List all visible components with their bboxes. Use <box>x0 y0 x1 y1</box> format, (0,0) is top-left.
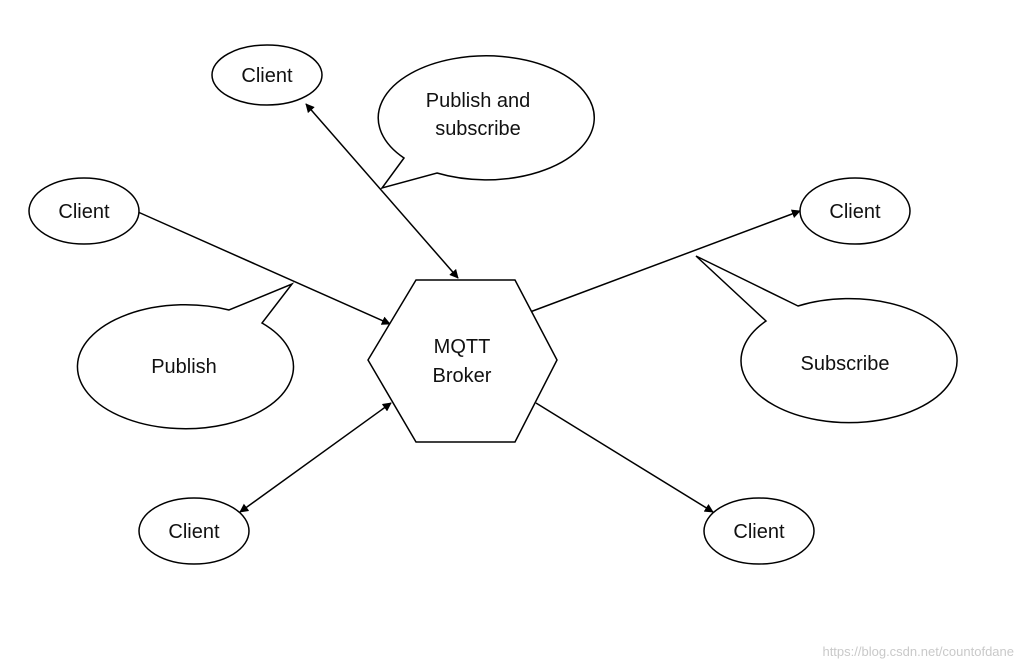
connector-bottom-right-client <box>535 402 714 513</box>
client-bottom-left <box>138 497 250 565</box>
client-top <box>211 44 323 106</box>
watermark-url: https://blog.csdn.net/countofdane <box>822 644 1014 659</box>
client-right <box>799 177 911 245</box>
broker-hexagon <box>367 279 558 443</box>
client-bottom-right-label: Client <box>733 521 785 543</box>
connector-bottom-left-client <box>239 402 392 513</box>
callout-subscribe-label: Subscribe <box>801 353 890 375</box>
callout-publish-and-subscribe <box>377 55 595 190</box>
connector-right-client <box>529 209 801 313</box>
broker-label-line2: Broker <box>433 365 492 387</box>
callout-publish-and-subscribe-line2: subscribe <box>435 118 521 140</box>
connector-top-client <box>305 103 459 279</box>
callout-publish <box>76 282 295 430</box>
client-bottom-right <box>703 497 815 565</box>
client-left-label: Client <box>58 201 110 223</box>
client-left <box>28 177 140 245</box>
client-top-label: Client <box>241 65 293 87</box>
client-bottom-left-label: Client <box>168 521 220 543</box>
broker-label-line1: MQTT <box>434 336 491 358</box>
connector-left-client <box>137 211 391 325</box>
client-right-label: Client <box>829 201 881 223</box>
callout-subscribe <box>695 255 958 424</box>
callout-publish-and-subscribe-line1: Publish and <box>426 90 531 112</box>
callout-publish-label: Publish <box>151 356 217 378</box>
